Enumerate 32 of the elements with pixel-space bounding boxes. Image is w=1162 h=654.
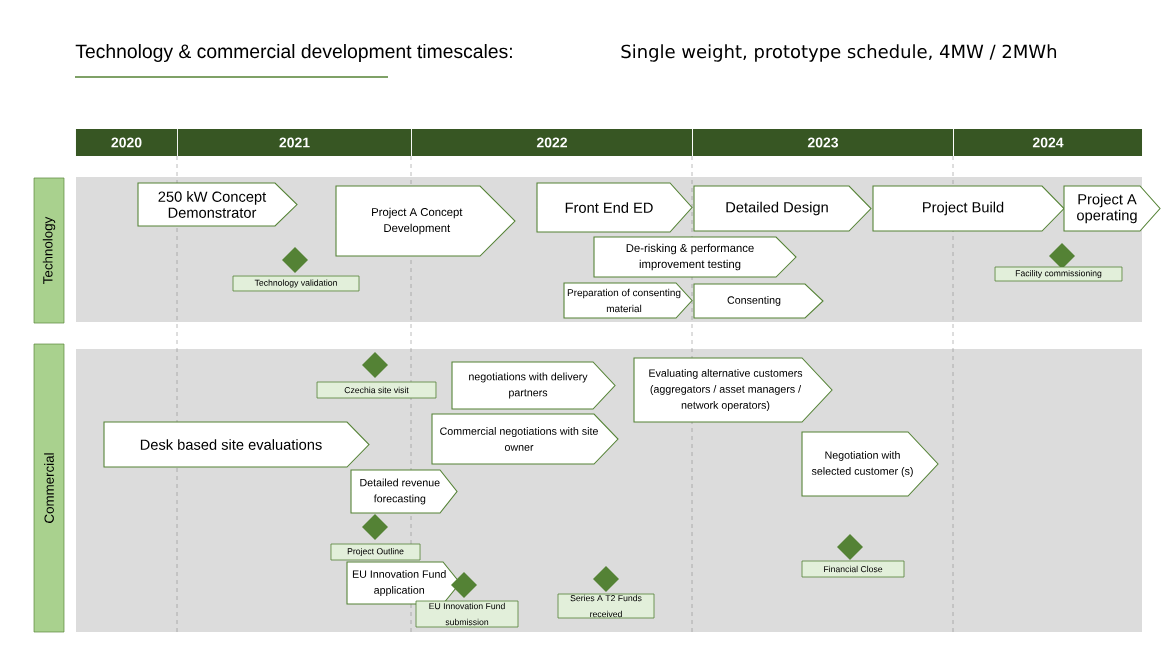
subtitle: Single weight, prototype schedule, 4MW / 2MWh: [621, 44, 1057, 62]
lane-label: Commercial: [33, 343, 65, 633]
milestone-label: Czechia site visit: [316, 381, 437, 399]
node-label: 2021: [279, 137, 310, 148]
title: Technology & commercial development timescales:: [75, 44, 512, 62]
year-header: 2020: [75, 129, 178, 156]
task-bar: Commercial negotiations with site owner: [431, 413, 619, 465]
year-header: 2024: [954, 129, 1142, 156]
year-header: 2023: [693, 129, 953, 156]
task-bar: Project A operating: [1063, 185, 1161, 232]
milestone-label: EU Innovation Fund submission: [415, 600, 519, 628]
node-label: 2024: [1032, 137, 1064, 148]
task-bar: Detailed revenue forecasting: [350, 469, 458, 514]
milestone-label: Series A T2 Funds received: [557, 593, 655, 619]
task-bar: Evaluating alternative customers (aggregators / asset managers / network operators): [633, 357, 833, 423]
task-bar: Front End ED: [536, 182, 693, 233]
task-bar: Preparation of consenting material: [563, 282, 693, 319]
milestone-label: Technology validation: [232, 275, 360, 292]
task-bar: negotiations with delivery partners: [451, 361, 616, 410]
node-label: 2020: [111, 137, 142, 148]
task-bar: 250 kW Concept Demonstrator: [137, 182, 298, 227]
node-label: 2023: [807, 137, 839, 148]
lane-label: Technology: [33, 177, 65, 324]
task-bar: De-risking & performance improvement testing: [593, 236, 797, 278]
task-bar: Desk based site evaluations: [103, 421, 370, 468]
task-bar: Detailed Design: [693, 185, 872, 232]
milestone-label: Project Outline: [330, 543, 421, 561]
year-header: 2022: [412, 129, 692, 156]
node-label: 2022: [536, 137, 567, 148]
milestone-label: Financial Close: [801, 560, 905, 578]
milestone-label: Facility commissioning: [994, 266, 1123, 282]
task-bar: Consenting: [693, 283, 824, 319]
